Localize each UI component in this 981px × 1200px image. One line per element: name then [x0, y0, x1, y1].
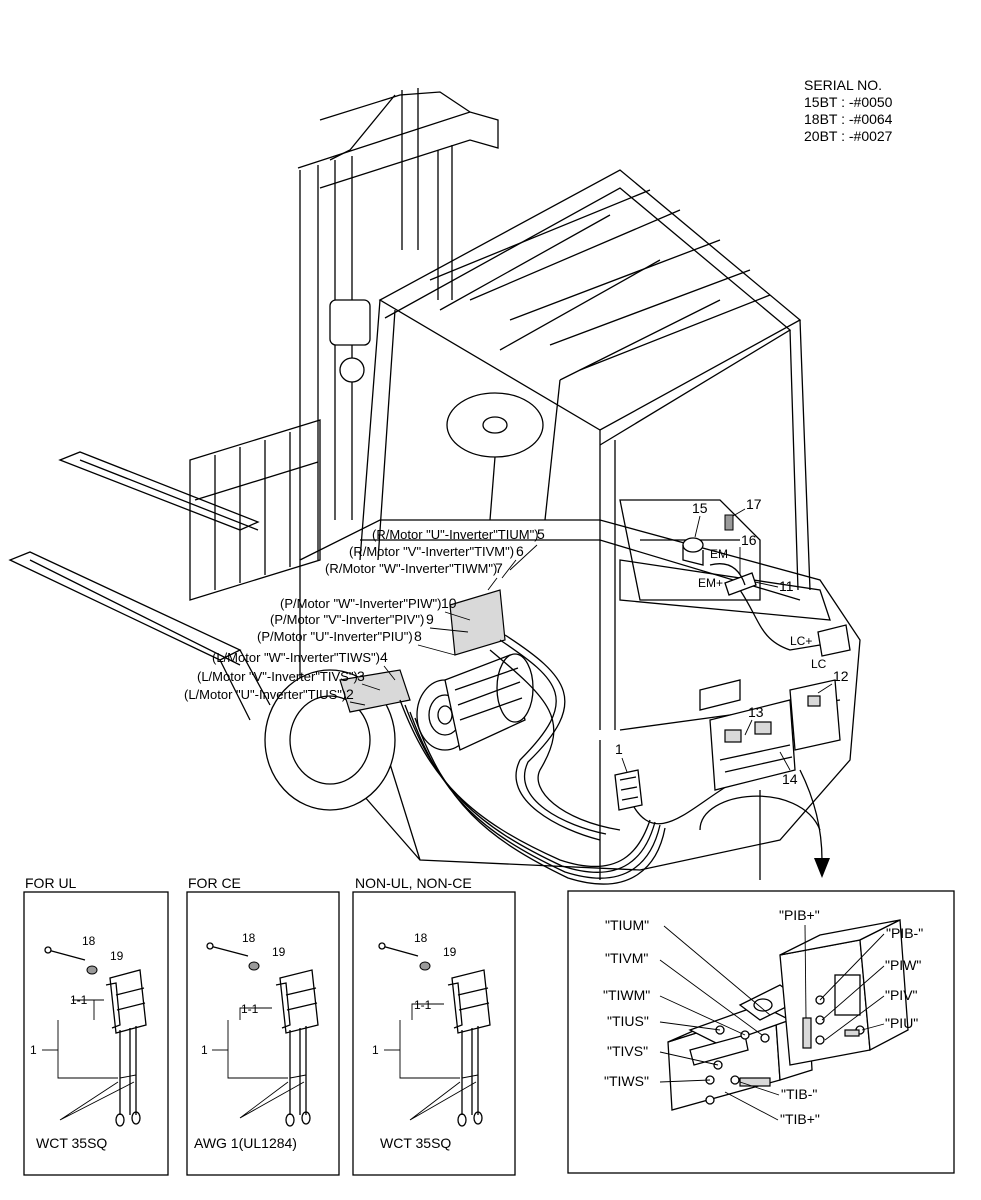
wire-label-lc-plus: LC+ — [790, 634, 812, 648]
term-tiws: "TIWS" — [604, 1073, 649, 1089]
part-num-12: 12 — [833, 668, 849, 684]
non-cable-spec: WCT 35SQ — [380, 1135, 451, 1151]
detail-arrow — [799, 769, 830, 878]
serial-heading: SERIAL NO. — [804, 77, 882, 93]
part-num-11: 11 — [779, 578, 794, 594]
wire-label-em: EM — [710, 547, 728, 561]
variant-non-ul-non-ce: NON-UL, NON-CE 18 19 1-1 1 WCT 35SQ — [352, 875, 516, 1176]
term-tivs: "TIVS" — [607, 1043, 648, 1059]
forks — [8, 451, 271, 721]
serial-block: SERIAL NO. 15BT : -#0050 18BT : -#0064 2… — [804, 77, 893, 144]
ul-num-19: 19 — [110, 949, 124, 963]
term-tius: "TIUS" — [607, 1013, 649, 1029]
term-tiwm: "TIWM" — [603, 987, 650, 1003]
part-num-15: 15 — [692, 500, 708, 516]
term-piw: "PIW" — [885, 957, 921, 973]
term-tib-plus: "TIB+" — [780, 1111, 820, 1127]
ce-cable-spec: AWG 1(UL1284) — [194, 1135, 297, 1151]
variant-title-ul: FOR UL — [25, 875, 77, 891]
forklift-illustration — [8, 88, 861, 885]
inverter-detail-drawing — [667, 918, 909, 1111]
part-num-16: 16 — [741, 532, 757, 548]
ul-num-18: 18 — [82, 934, 96, 948]
inverter-terminal-detail: "TIUM" "TIVM" "TIWM" "TIUS" "TIVS" "TIWS… — [567, 890, 955, 1174]
inverter-assembly — [709, 679, 841, 791]
term-piv: "PIV" — [885, 987, 918, 1003]
callout-num-6: 6 — [516, 543, 524, 559]
ce-num-1: 1 — [201, 1043, 208, 1057]
overhead-guard — [359, 169, 811, 730]
term-tium: "TIUM" — [605, 917, 649, 933]
callout-num-10: 10 — [441, 595, 457, 611]
battery-connector — [614, 769, 643, 811]
term-tib-minus: "TIB-" — [781, 1086, 817, 1102]
callout-text-4: (L/Motor "W"-Inverter"TIWS") — [212, 650, 380, 665]
wire-label-lc: LC — [811, 657, 827, 671]
wire-label-em-plus: EM+ — [698, 576, 723, 590]
non-num-18: 18 — [414, 931, 428, 945]
callout-text-8: (P/Motor "U"-Inverter"PIU") — [257, 629, 413, 644]
callout-text-6: (R/Motor "V"-Inverter"TIVM") — [349, 544, 514, 559]
steering-and-seat — [446, 392, 761, 601]
callout-num-2: 2 — [346, 686, 354, 702]
non-num-19: 19 — [443, 945, 457, 959]
callout-text-3: (L/Motor "V"-Inverter"TIVS") — [197, 669, 358, 684]
callout-num-7: 7 — [495, 560, 503, 576]
non-num-1: 1 — [372, 1043, 379, 1057]
variant-for-ce: FOR CE 18 19 1-1 1 AWG 1(UL1284) — [186, 875, 340, 1176]
callout-text-9: (P/Motor "V"-Inverter"PIV") — [270, 612, 424, 627]
callout-num-8: 8 — [414, 628, 422, 644]
ul-num-1: 1 — [30, 1043, 37, 1057]
ul-cable-spec: WCT 35SQ — [36, 1135, 107, 1151]
em-components — [682, 514, 851, 657]
variant-for-ul: FOR UL 18 19 1-1 1 WCT 35SQ — [23, 875, 169, 1176]
part-num-13: 13 — [748, 704, 764, 720]
connector-drawing-non — [378, 942, 491, 1127]
serial-line-20bt: 20BT : -#0027 — [804, 128, 893, 144]
connector-drawing-ul — [44, 946, 147, 1127]
callout-num-9: 9 — [426, 611, 434, 627]
variant-title-ce: FOR CE — [188, 875, 241, 891]
part-number-labels: 1 11 12 13 14 15 16 17 EM EM+ LC+ LC — [615, 496, 849, 787]
serial-line-15bt: 15BT : -#0050 — [804, 94, 893, 110]
callout-text-10: (P/Motor "W"-Inverter"PIW") — [280, 596, 441, 611]
term-pib-minus: "PIB-" — [886, 925, 923, 941]
callout-list: (R/Motor "U"-Inverter"TIUM") 5 (R/Motor … — [184, 526, 545, 706]
ul-num-1-1: 1-1 — [70, 993, 88, 1007]
callout-text-5: (R/Motor "U"-Inverter"TIUM") — [372, 527, 539, 542]
term-tivm: "TIVM" — [605, 950, 648, 966]
part-num-14: 14 — [782, 771, 798, 787]
cable-harness — [399, 589, 821, 885]
serial-line-18bt: 18BT : -#0064 — [804, 111, 893, 127]
ce-num-19: 19 — [272, 945, 286, 959]
part-num-17: 17 — [746, 496, 762, 512]
non-num-1-1: 1-1 — [414, 998, 432, 1012]
ce-num-1-1: 1-1 — [241, 1002, 259, 1016]
callout-num-5: 5 — [537, 526, 545, 542]
callout-text-2: (L/Motor "U"-Inverter"TIUS") — [184, 687, 346, 702]
term-pib-plus: "PIB+" — [779, 907, 820, 923]
callout-num-3: 3 — [357, 668, 365, 684]
callout-num-4: 4 — [380, 649, 388, 665]
carriage — [189, 419, 321, 601]
part-num-1: 1 — [615, 741, 623, 757]
term-piu: "PIU" — [885, 1015, 918, 1031]
connector-drawing-ce — [206, 942, 319, 1127]
variant-title-non: NON-UL, NON-CE — [355, 875, 472, 891]
mast — [297, 88, 499, 560]
ce-num-18: 18 — [242, 931, 256, 945]
callout-text-7: (R/Motor "W"-Inverter"TIWM") — [325, 561, 497, 576]
